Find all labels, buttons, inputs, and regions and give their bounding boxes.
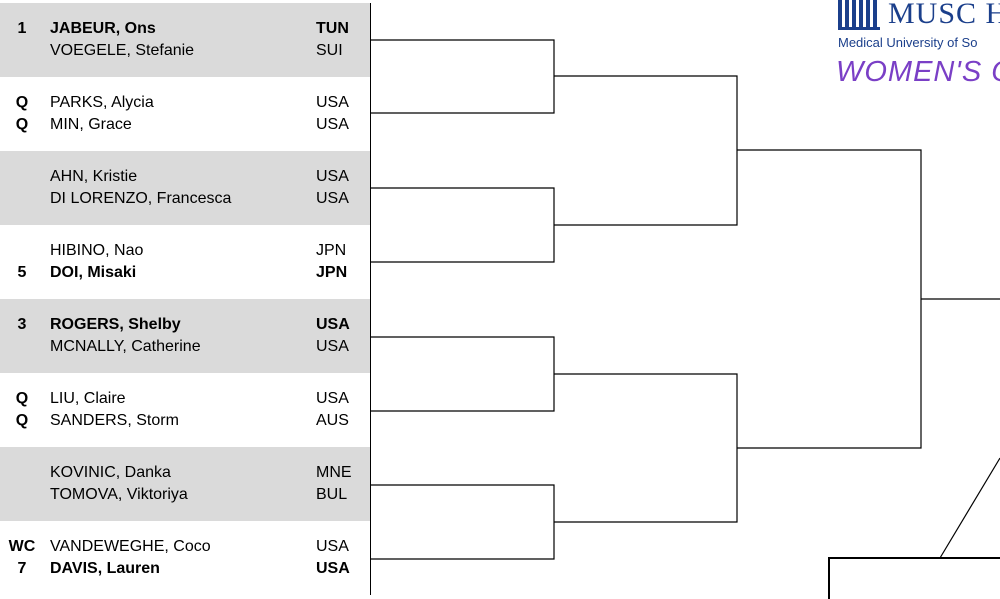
player-line: WC VANDEWEGHE, Coco USA	[0, 536, 370, 558]
sponsor-brand: MUSC H	[888, 0, 1000, 30]
player-line: 5 DOI, Misaki JPN	[0, 262, 370, 284]
player-name: DOI, Misaki	[50, 264, 137, 281]
bracket-r3-connector	[737, 149, 922, 449]
player-seed: 3	[17, 316, 27, 333]
player-name: SANDERS, Storm	[50, 412, 179, 429]
player-country: MNE	[316, 464, 352, 481]
player-seed: 1	[17, 20, 27, 37]
player-country: USA	[316, 338, 349, 355]
player-country: JPN	[316, 242, 347, 259]
player-line: Q PARKS, Alycia USA	[0, 92, 370, 114]
player-name: DI LORENZO, Francesca	[50, 190, 232, 207]
player-country: USA	[316, 560, 350, 577]
player-name: LIU, Claire	[50, 390, 126, 407]
player-seed: Q	[15, 412, 29, 429]
player-seed: Q	[15, 94, 29, 111]
player-country: USA	[316, 390, 349, 407]
player-line: Q MIN, Grace USA	[0, 114, 370, 136]
player-name: VOEGELE, Stefanie	[50, 42, 195, 59]
player-seed: WC	[8, 538, 36, 555]
player-country: USA	[316, 116, 349, 133]
bracket-r1-connector	[371, 336, 555, 412]
match-row: KOVINIC, Danka MNE TOMOVA, Viktoriya BUL	[0, 447, 371, 521]
player-line: TOMOVA, Viktoriya BUL	[0, 484, 370, 506]
player-name: HIBINO, Nao	[50, 242, 144, 259]
player-seed: Q	[15, 390, 29, 407]
player-line: MCNALLY, Catherine USA	[0, 336, 370, 358]
bracket-r1-connector	[371, 484, 555, 560]
player-name: DAVIS, Lauren	[50, 560, 160, 577]
player-name: MCNALLY, Catherine	[50, 338, 201, 355]
player-name: TOMOVA, Viktoriya	[50, 486, 188, 503]
player-country: JPN	[316, 264, 348, 281]
champion-box	[828, 557, 1000, 599]
bracket-pointer-line	[939, 457, 1000, 559]
player-line: VOEGELE, Stefanie SUI	[0, 40, 370, 62]
player-seed: 5	[17, 264, 27, 281]
player-country: USA	[316, 316, 350, 333]
player-name: ROGERS, Shelby	[50, 316, 181, 333]
bracket-r2-connector	[554, 373, 738, 523]
player-seed: 7	[17, 560, 27, 577]
player-name: KOVINIC, Danka	[50, 464, 171, 481]
bracket-r1-connector	[371, 187, 555, 263]
player-country: AUS	[316, 412, 349, 429]
player-name: VANDEWEGHE, Coco	[50, 538, 211, 555]
player-country: USA	[316, 94, 349, 111]
player-country: BUL	[316, 486, 348, 503]
player-line: KOVINIC, Danka MNE	[0, 462, 370, 484]
player-name: PARKS, Alycia	[50, 94, 154, 111]
match-row: Q LIU, Claire USA Q SANDERS, Storm AUS	[0, 373, 371, 447]
player-line: AHN, Kristie USA	[0, 166, 370, 188]
match-row: 1 JABEUR, Ons TUN VOEGELE, Stefanie SUI	[0, 3, 371, 77]
player-line: Q LIU, Claire USA	[0, 388, 370, 410]
event-title: WOMEN'S O	[836, 56, 1000, 88]
player-line: 3 ROGERS, Shelby USA	[0, 314, 370, 336]
bracket-r2-connector	[554, 75, 738, 226]
musc-logo-icon	[838, 0, 880, 30]
player-line: 1 JABEUR, Ons TUN	[0, 18, 370, 40]
player-line: Q SANDERS, Storm AUS	[0, 410, 370, 432]
player-line: HIBINO, Nao JPN	[0, 240, 370, 262]
tournament-logo: MUSC H Medical University of So WOMEN'S …	[836, 0, 1000, 95]
player-name: AHN, Kristie	[50, 168, 138, 185]
player-country: SUI	[316, 42, 343, 59]
player-name: MIN, Grace	[50, 116, 132, 133]
player-country: TUN	[316, 20, 349, 37]
sponsor-university: Medical University of So	[838, 35, 978, 50]
player-seed: Q	[15, 116, 29, 133]
player-line: 7 DAVIS, Lauren USA	[0, 558, 370, 580]
player-name: JABEUR, Ons	[50, 20, 156, 37]
bracket-r1-connector	[371, 39, 555, 114]
player-line: DI LORENZO, Francesca USA	[0, 188, 370, 210]
player-country: USA	[316, 168, 349, 185]
player-country: USA	[316, 190, 349, 207]
player-country: USA	[316, 538, 349, 555]
